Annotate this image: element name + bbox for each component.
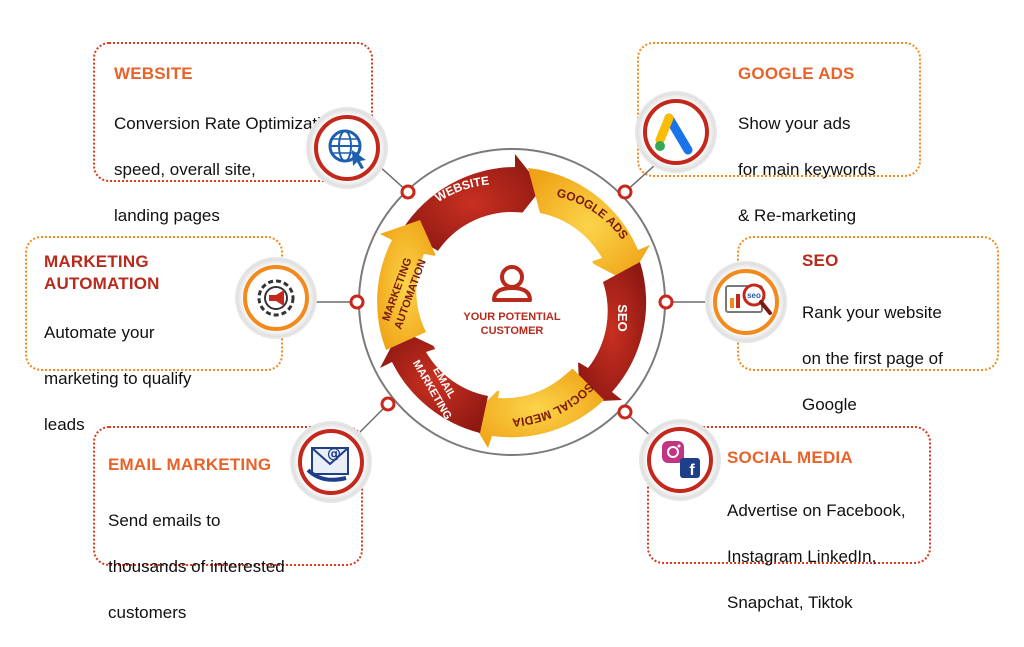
marketing-automation-card-text: Automate your marketing to qualify leads — [44, 298, 191, 459]
dot-automation — [349, 294, 365, 310]
center-label-line2: CUSTOMER — [481, 325, 544, 337]
google-ads-card-line: & Re-marketing — [738, 206, 857, 225]
dot-seo — [658, 294, 674, 310]
google-ads-card-line: Show your ads — [738, 114, 851, 133]
seo-icon-text: seo — [747, 291, 761, 300]
marketing-automation-card-line: Automate your — [44, 323, 155, 342]
gear-megaphone-icon — [235, 257, 317, 339]
cycle-segments — [377, 154, 650, 448]
person-icon — [492, 265, 532, 302]
ring-label-seo: SEO — [615, 304, 630, 331]
segment-google-ads — [528, 168, 650, 282]
dot-email — [380, 396, 396, 412]
segment-marketing-automation — [377, 220, 436, 350]
website-card: WEBSITE Conversion Rate Optimization spe… — [93, 42, 373, 225]
seo-card-line: on the first page of — [802, 349, 943, 368]
dot-google-ads — [617, 184, 633, 200]
seo-magnifier-icon: seo — [705, 261, 787, 343]
seo-card-line: Rank your website — [802, 303, 942, 322]
marketing-automation-card-line: leads — [44, 415, 85, 434]
social-media-card-line: Instagram LinkedIn, — [727, 547, 877, 566]
email-marketing-card-line: Send emails to — [108, 511, 221, 530]
dot-website — [400, 184, 416, 200]
google-ads-card-line: for main keywords — [738, 160, 876, 179]
marketing-automation-card-title: MARKETING AUTOMATION — [44, 251, 160, 295]
social-media-card-line: Advertise on Facebook, — [727, 501, 906, 520]
email-marketing-card-line: customers — [108, 603, 187, 622]
seo-card-line: Google — [802, 395, 857, 414]
seo-card-text: Rank your website on the first page of G… — [802, 278, 943, 439]
svg-text:f: f — [689, 462, 695, 479]
segment-social-media — [470, 368, 604, 448]
social-media-card-title: SOCIAL MEDIA — [727, 448, 853, 467]
envelope-at-icon: @ — [290, 421, 372, 503]
email-marketing-card-title: EMAIL MARKETING — [108, 455, 272, 474]
seo-card-title: SEO — [802, 251, 839, 270]
segment-email-marketing — [380, 330, 488, 433]
website-card-line: landing pages — [114, 206, 220, 225]
marketing-automation-title-line: MARKETING — [44, 252, 149, 271]
svg-text:@: @ — [327, 446, 341, 462]
google-ads-card-text: Show your ads for main keywords & Re-mar… — [738, 89, 876, 250]
segment-seo — [578, 262, 647, 402]
instagram-facebook-icon: f — [639, 419, 721, 501]
website-card-line: speed, overall site, — [114, 160, 256, 179]
dot-social — [617, 404, 633, 420]
website-card-title: WEBSITE — [114, 64, 193, 83]
google-ads-card-title: GOOGLE ADS — [738, 64, 855, 83]
email-marketing-card-line: thousands of interested — [108, 557, 285, 576]
marketing-cycle-diagram: YOUR POTENTIAL CUSTOMER WEBSITE GOOGLE A… — [235, 91, 787, 503]
segment-website — [402, 154, 542, 252]
connector-dots — [349, 184, 674, 420]
marketing-automation-title-line: AUTOMATION — [44, 274, 160, 293]
website-card-text: Conversion Rate Optimization speed, over… — [114, 89, 340, 250]
google-ads-logo-icon — [635, 91, 717, 173]
globe-cursor-icon — [306, 107, 388, 189]
marketing-automation-card-line: marketing to qualify — [44, 369, 192, 388]
center-label-line1: YOUR POTENTIAL — [463, 311, 560, 323]
